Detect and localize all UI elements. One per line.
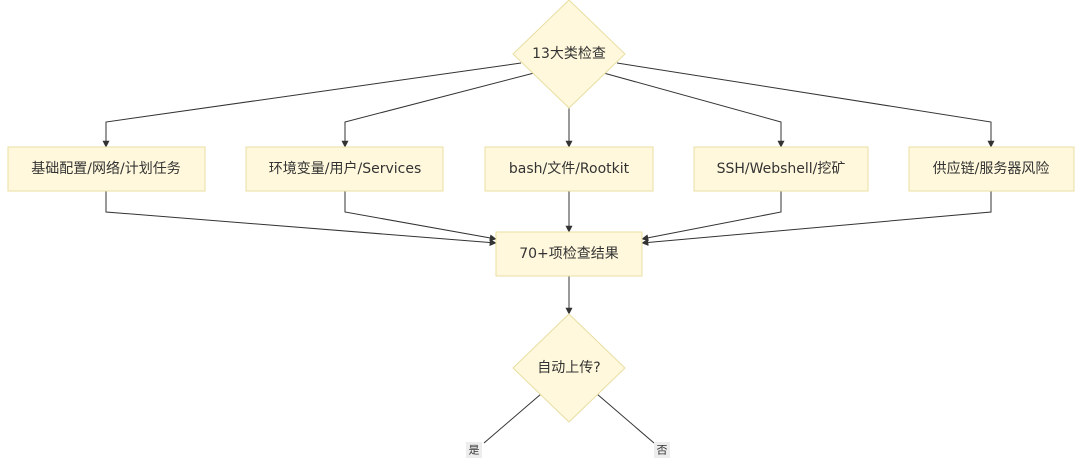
category-node-2: 环境变量/用户/Services	[245, 146, 444, 192]
decision-diamond: 自动上传?	[512, 313, 626, 423]
category-node-4: SSH/Webshell/挖矿	[693, 146, 869, 192]
category-node-3: bash/文件/Rootkit	[484, 146, 654, 192]
edge-category-4-to-result	[641, 191, 782, 242]
category-label-5: 供应链/服务器风险	[933, 160, 1050, 177]
edge-start-to-category-2	[341, 71, 539, 148]
branch-no-label: 否	[657, 444, 668, 457]
category-node-1: 基础配置/网络/计划任务	[7, 146, 206, 192]
result-label: 70+项检查结果	[519, 246, 619, 262]
category-node-5: 供应链/服务器风险	[908, 146, 1075, 192]
edge-category-2-to-result	[344, 191, 497, 242]
category-label-3: bash/文件/Rootkit	[509, 161, 630, 177]
start-label: 13大类检查	[532, 46, 606, 62]
edge-start-to-category-4	[599, 71, 785, 148]
edge-start-to-category-5	[616, 62, 995, 148]
result-node: 70+项检查结果	[495, 231, 643, 277]
edge-category-1-to-result	[105, 191, 497, 246]
edges-start-to-categories	[102, 62, 995, 148]
edges-categories-to-result	[105, 191, 992, 246]
edge-decision-yes	[483, 393, 542, 444]
start-diamond: 13大类检查	[512, 0, 626, 109]
category-label-2: 环境变量/用户/Services	[269, 160, 421, 177]
edge-decision-no	[596, 393, 655, 444]
branch-yes-label: 是	[469, 444, 480, 457]
category-label-1: 基础配置/网络/计划任务	[31, 160, 180, 177]
decision-label: 自动上传?	[537, 360, 600, 376]
edge-category-5-to-result	[641, 191, 992, 246]
branch-yes: 是	[466, 442, 482, 458]
edge-start-to-category-1	[102, 62, 522, 148]
branch-no: 否	[654, 442, 670, 458]
category-label-4: SSH/Webshell/挖矿	[717, 161, 846, 177]
